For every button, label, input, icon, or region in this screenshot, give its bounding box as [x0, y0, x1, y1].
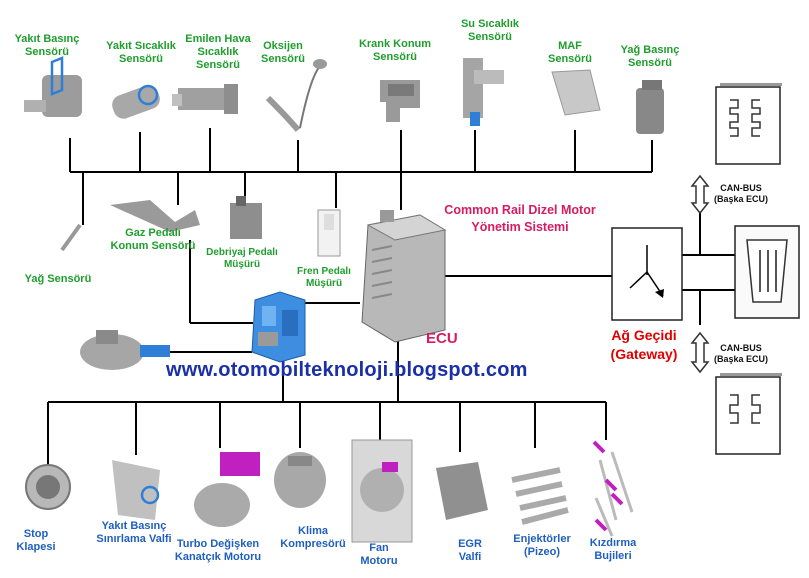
sensor-label-fuel-temp: Yakıt Sıcaklık Sensörü: [106, 40, 176, 65]
gateway-box: [611, 227, 683, 321]
actuator-label-ac-compressor: Klima Kompresörü: [280, 525, 346, 550]
high-pressure-pump: [80, 330, 170, 370]
ecu-label: ECU: [426, 330, 458, 347]
sensor-icons: [24, 56, 664, 134]
ecu-unit: [361, 210, 447, 343]
sensor-label-crank-position: Krank Konum Sensörü: [358, 38, 432, 63]
diagram-title: Common Rail Dizel Motor Yönetim Sistemi: [444, 203, 596, 234]
obd-connector: [734, 225, 800, 319]
can-bus-label-top: CAN-BUS (Başka ECU): [713, 183, 769, 204]
sensor-label-maf: MAF Sensörü: [547, 40, 592, 65]
label-clutch-pedal-switch: Debriyaj Pedalı Müşürü: [206, 247, 278, 270]
middle-icons: [60, 196, 341, 257]
sensor-label-oxygen: Oksijen Sensörü: [260, 40, 305, 65]
other-ecu-top: [715, 83, 782, 165]
label-throttle-pedal-sensor: Gaz Pedalı Konum Sensörü: [110, 227, 196, 252]
sensor-label-water-temp: Su Sıcaklık Sensörü: [460, 18, 520, 43]
control-module-blue: [251, 291, 306, 363]
actuator-label-injectors: Enjektörler (Pizeo): [513, 533, 571, 558]
actuator-label-stop-flap: Stop Klapesi: [16, 528, 56, 553]
gateway-label: Ağ Geçidi (Gateway): [610, 327, 678, 362]
sensor-label-fuel-pressure: Yakıt Basınç Sensörü: [14, 33, 80, 58]
other-ecu-bottom: [715, 373, 782, 455]
sensor-label-intake-air-temp: Emilen Hava Sıcaklık Sensörü: [185, 33, 251, 71]
actuator-icons: [25, 439, 634, 543]
website-url[interactable]: www.otomobilteknoloji.blogspot.com: [166, 359, 528, 381]
actuator-label-fan-motor: Fan Motoru: [360, 542, 398, 567]
label-oil-sensor: Yağ Sensörü: [24, 273, 92, 285]
can-bus-label-bottom: CAN-BUS (Başka ECU): [713, 343, 769, 364]
actuator-label-glow-plugs: Kızdırma Bujileri: [589, 537, 637, 562]
sensor-label-oil-pressure: Yağ Basınç Sensörü: [620, 44, 680, 69]
actuator-label-egr-valve: EGR Valfi: [458, 538, 482, 563]
label-brake-pedal-switch: Fren Pedalı Müşürü: [297, 266, 351, 289]
actuator-label-fuel-pressure-limit-valve: Yakıt Basınç Sınırlama Valfi: [96, 520, 172, 545]
can-arrows: [690, 174, 710, 374]
actuator-label-turbo-vane-motor: Turbo Değişken Kanatçık Motoru: [174, 538, 262, 563]
wiring: [47, 128, 738, 465]
